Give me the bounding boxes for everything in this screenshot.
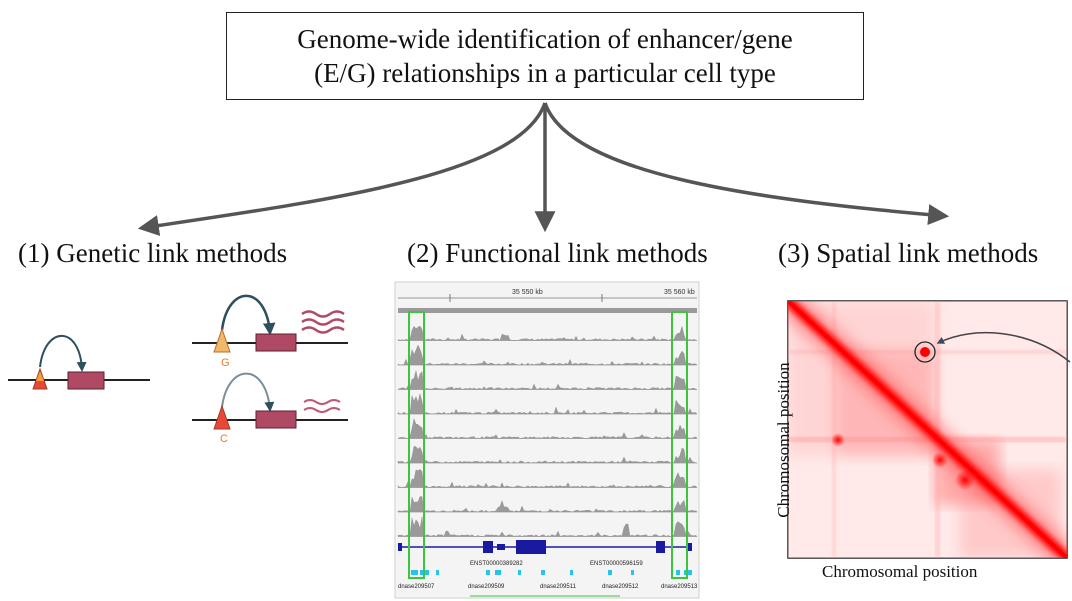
title-box: Genome-wide identification of enhancer/g… [226,12,864,100]
spatial-panel [787,300,1071,559]
transcript-label-2: ENST00000596159 [590,561,643,567]
transcript-label-1: ENST00000389282 [470,561,523,567]
signal-track [397,393,698,415]
enhancer-triangle-g [213,327,231,353]
gene-track: ENST00000389282 ENST00000596159 [398,540,692,567]
promoter-highlight-box [671,311,688,579]
branch-arrows [137,102,950,236]
loop-pointer-arrow [936,331,1071,363]
enhancer-highlight-box [408,311,425,579]
genetic-link-heading: (1) Genetic link methods [18,238,288,268]
functional-link-heading: (2) Functional link methods [407,238,708,268]
title-line-1: Genome-wide identification of enhancer/g… [297,24,793,54]
dnase-label-1: dnase209507 [398,584,435,590]
signal-track [397,344,698,366]
spatial-link-heading: (3) Spatial link methods [778,238,1039,268]
dnase-label-4: dnase209512 [602,584,639,590]
signal-track [397,496,698,513]
enhancer-loop-arrow [39,334,87,372]
signal-track [397,516,698,537]
genetic-construct-main [8,334,150,390]
dnase-label-3: dnase209511 [540,584,577,590]
hic-y-axis-label: Chromosomal position [774,362,793,518]
high-expression-waves [301,310,345,334]
title-line-2: (E/G) relationships in a particular cell… [314,58,776,88]
genetic-panel: G C [8,294,348,445]
dnase-label-5: dnase209513 [661,584,698,590]
genetic-construct-allele-g: G [192,294,348,369]
gene-box-c [255,410,297,429]
functional-panel: 35 550 kb 35 560 kb ENST00000389282 ENST… [394,281,700,599]
ruler-label-1: 35 550 kb [512,289,543,296]
signal-tracks [397,325,698,537]
signal-track [397,446,698,464]
signal-track [397,469,698,488]
dnase-label-2: dnase209509 [468,584,505,590]
gene-box-g [255,333,297,352]
low-expression-waves [303,399,341,413]
signal-track [397,417,698,439]
allele-c-label: C [220,433,228,445]
enhancer-triangle-c [213,404,231,430]
arrow-to-genetic [137,102,547,236]
chromatin-loop-circle [914,341,936,363]
allele-g-label: G [221,357,230,369]
chromatin-loop-dot [920,347,930,357]
genetic-construct-allele-c: C [192,372,348,445]
gene-box [67,371,105,390]
signal-track [397,370,698,390]
ruler-label-2: 35 560 kb [664,289,695,296]
hic-x-axis-label: Chromosomal position [822,562,978,581]
signal-track [397,325,698,341]
arrow-to-spatial [543,102,950,226]
